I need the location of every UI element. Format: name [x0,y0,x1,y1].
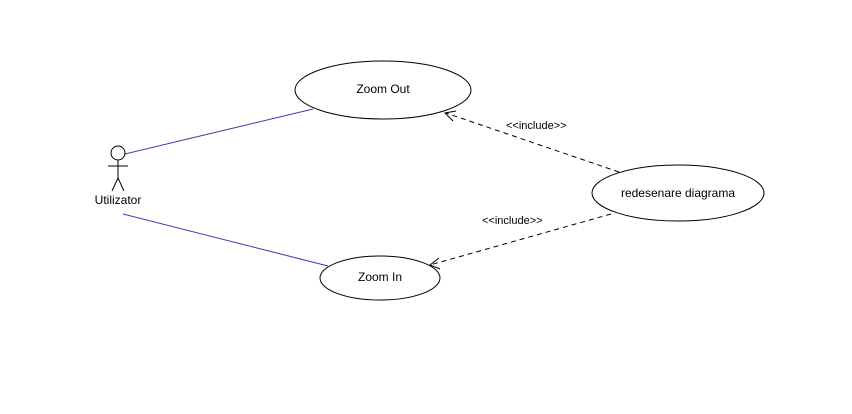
include-dependency-zoom-in [429,213,612,270]
use-case-zoom-out-label: Zoom Out [356,82,410,96]
include-stereotype-zoom-in: <<include>> [482,215,543,227]
include-stereotype-zoom-out: <<include>> [506,120,567,132]
actor-left-leg [111,177,119,192]
include-arrowhead-zoom-in [429,257,441,270]
use-case-zoom-in-ellipse [319,255,441,301]
use-case-redesenare-diagrama[interactable]: redesenare diagrama [591,164,765,222]
use-case-zoom-out[interactable]: Zoom Out [294,60,472,120]
use-case-redesenare-diagrama-ellipse [591,164,765,222]
actor-utilizator[interactable]: Utilizator [95,145,142,207]
actor-name: Utilizator [95,193,142,207]
use-case-zoom-in-label: Zoom In [358,270,402,284]
actor-head [110,145,126,161]
association-utilizator-zoom-out [124,108,314,155]
include-arrowhead-zoom-out [443,110,457,122]
use-case-zoom-in[interactable]: Zoom In [319,255,441,301]
include-line-zoom-out [445,112,620,173]
include-line-zoom-in [429,213,612,266]
actor-right-leg [117,177,125,192]
use-case-redesenare-diagrama-label: redesenare diagrama [621,186,735,200]
include-dependency-zoom-out [443,110,620,173]
association-utilizator-zoom-in [122,213,329,267]
use-case-zoom-out-ellipse [294,60,472,120]
